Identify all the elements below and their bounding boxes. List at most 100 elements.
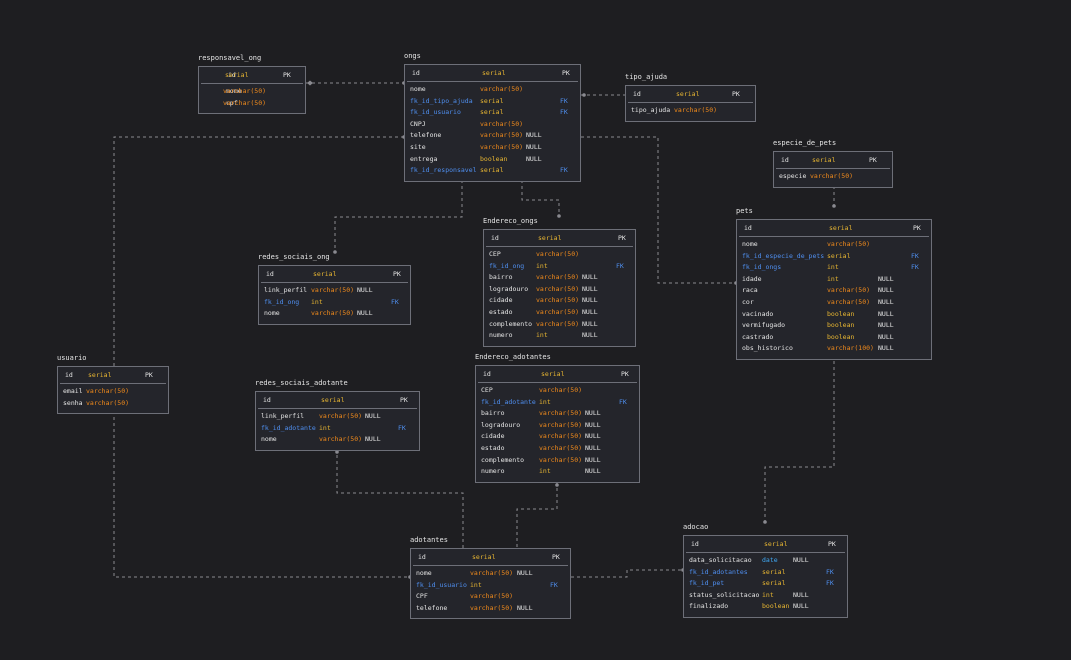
column-name: cpf: [226, 98, 238, 107]
column-name: entrega: [410, 154, 438, 163]
link-usuario-ongs: [113, 135, 406, 366]
column-type: boolean: [827, 309, 855, 318]
table-title: Endereco_adotantes: [475, 353, 551, 361]
column-name: especie: [779, 172, 807, 180]
column-type: varchar(50): [539, 409, 583, 418]
column-nullable: NULL: [585, 420, 601, 429]
column-key: FK: [911, 263, 919, 272]
column-type: varchar(50): [223, 98, 267, 107]
column-name: fk_id_responsavel: [410, 166, 477, 175]
column-name: CNPJ: [410, 119, 426, 128]
column-name: cor: [742, 297, 754, 306]
column-name: nome: [742, 240, 758, 248]
column-name: finalizado: [689, 602, 729, 611]
column-key: FK: [550, 580, 558, 589]
column-name: vacinado: [742, 309, 774, 318]
column-name: fk_id_especie_de_pets: [742, 251, 825, 260]
column-type: varchar(50): [480, 142, 524, 151]
column-type: serial: [827, 251, 851, 260]
